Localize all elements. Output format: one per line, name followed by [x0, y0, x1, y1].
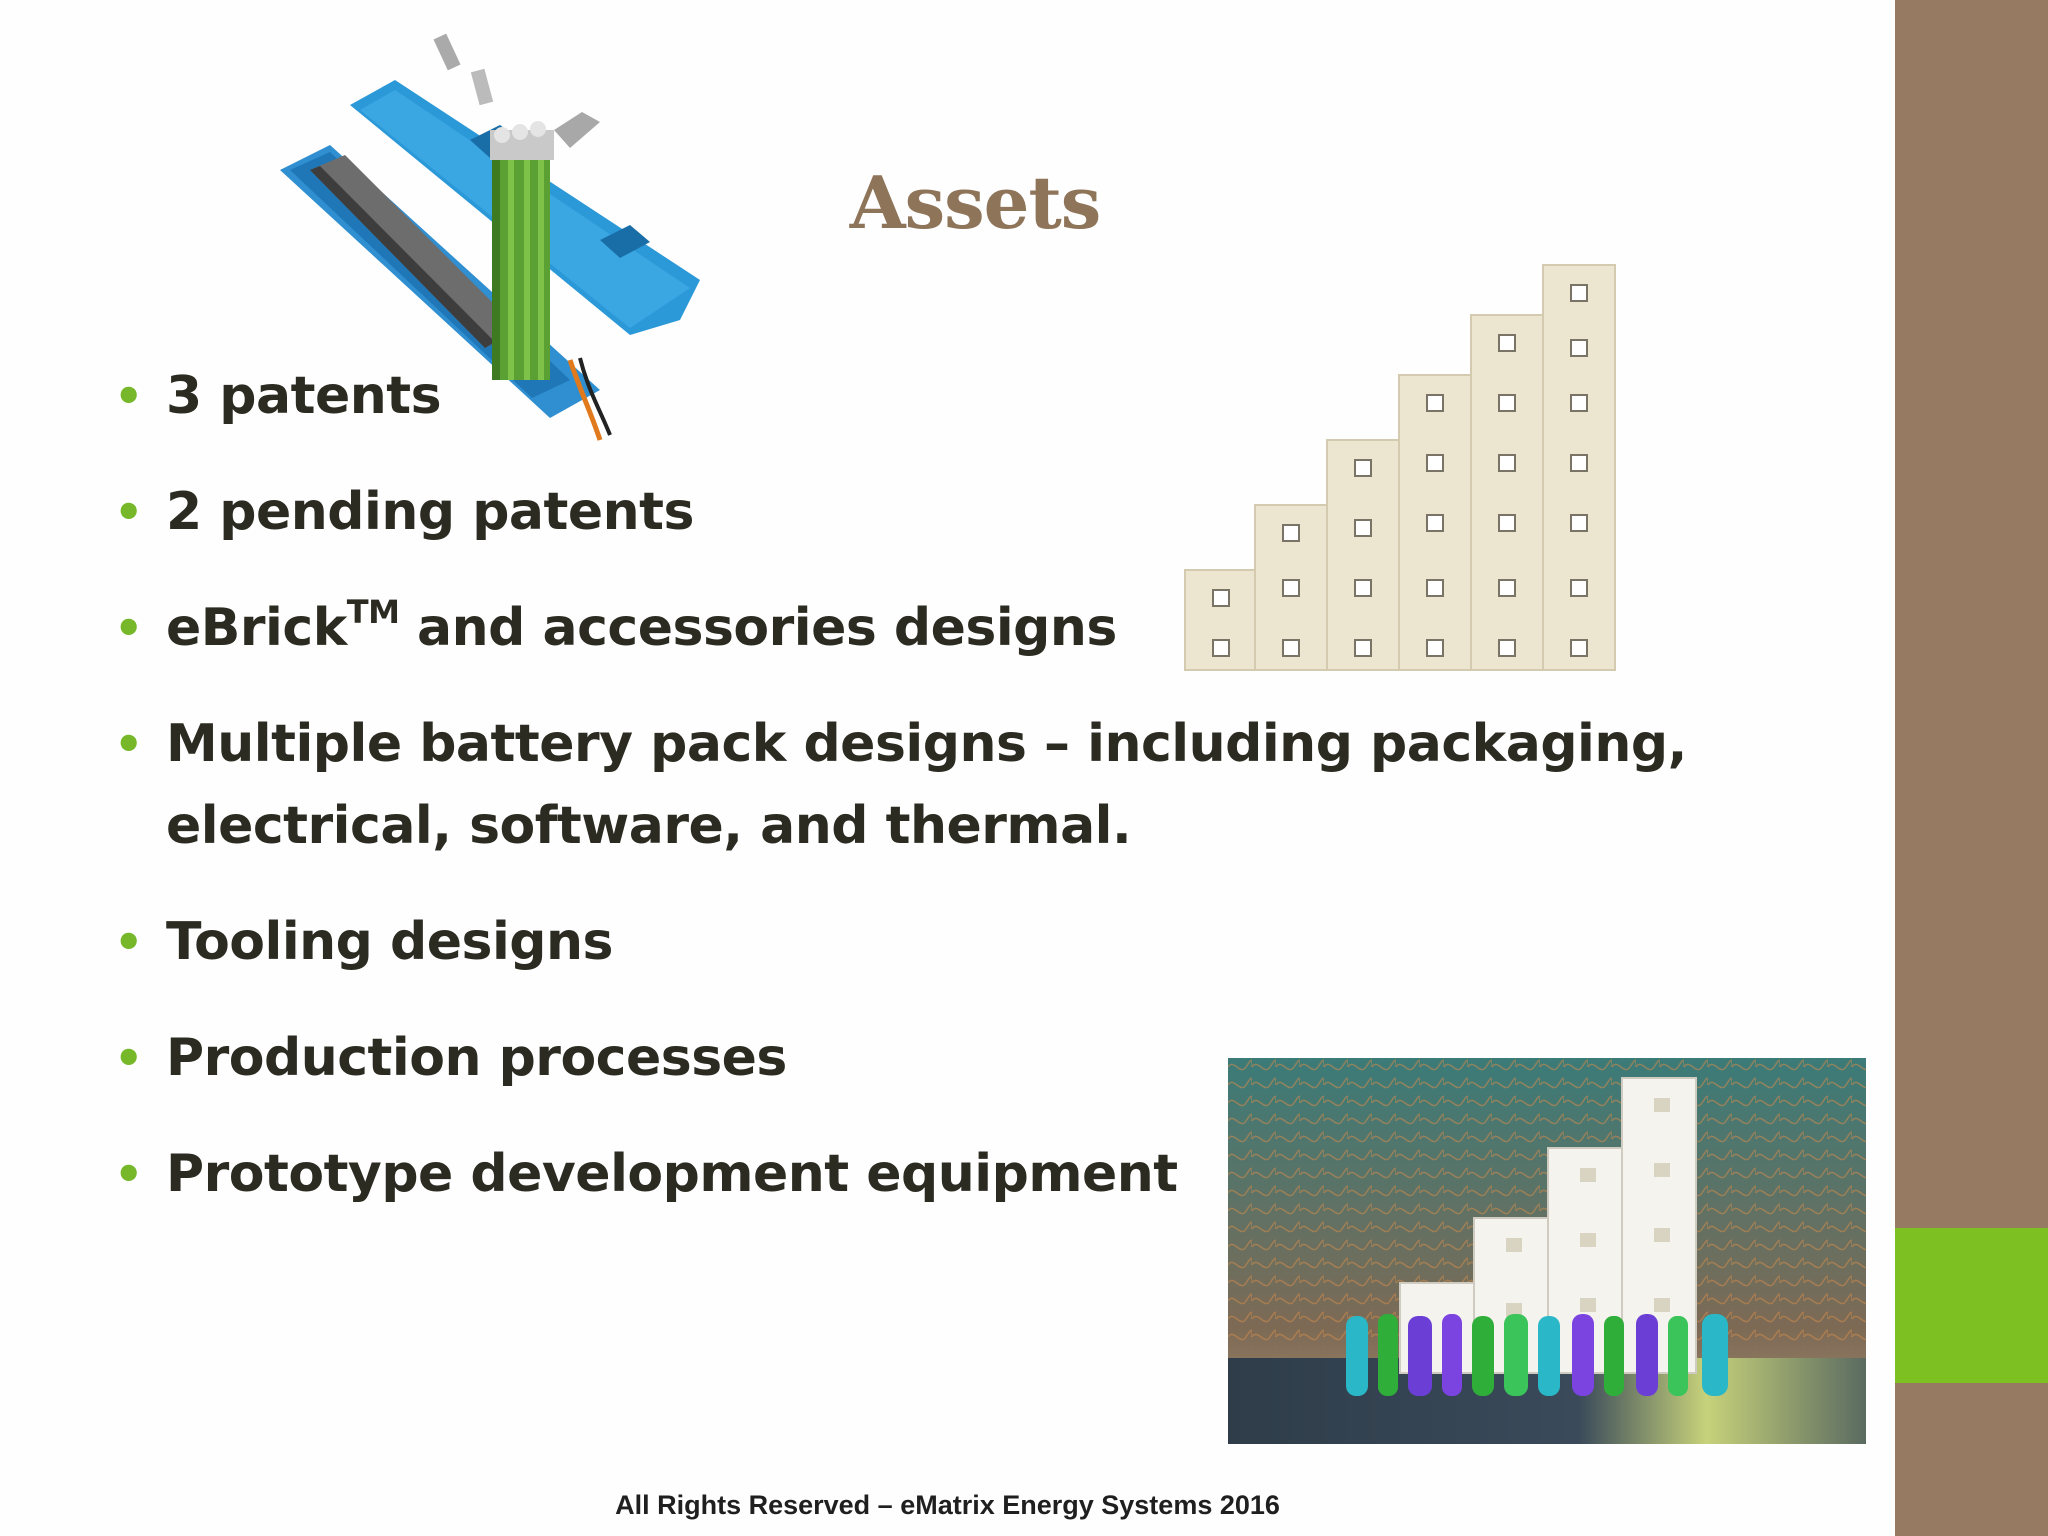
- bullet-item: • Production processes: [110, 1017, 1670, 1099]
- bullet-item: • eBrickTM and accessories designs: [110, 587, 1670, 669]
- bullet-item: • 2 pending patents: [110, 471, 1670, 553]
- bullet-item: • Multiple battery pack designs – includ…: [110, 703, 1726, 867]
- battery-pack-illustration: [280, 33, 700, 441]
- bullet-dot-icon: •: [114, 369, 143, 423]
- bullet-text-pre: eBrick: [166, 598, 347, 658]
- bullet-item: • Tooling designs: [110, 901, 1670, 983]
- bullet-dot-icon: •: [114, 1147, 143, 1201]
- bullet-text: Tooling designs: [166, 912, 613, 972]
- bullet-text: Production processes: [166, 1028, 787, 1088]
- bullet-list: • 3 patents • 2 pending patents • eBrick…: [110, 355, 1687, 1249]
- bullet-text: Prototype development equipment: [166, 1144, 1178, 1204]
- bullet-dot-icon: •: [114, 601, 143, 655]
- slide-title: Assets: [849, 160, 1102, 245]
- bullet-dot-icon: •: [114, 915, 143, 969]
- bullet-item: • Prototype development equipment: [110, 1133, 1670, 1215]
- bullet-dot-icon: •: [114, 717, 143, 771]
- bullet-text: 3 patents: [166, 366, 442, 426]
- bullet-text: 2 pending patents: [166, 482, 694, 542]
- bullet-dot-icon: •: [114, 1031, 143, 1085]
- bullet-item: • 3 patents: [110, 355, 1670, 437]
- ebrick-cells-photo: [1228, 1058, 1866, 1444]
- bullet-text-post: and accessories designs: [399, 598, 1117, 658]
- side-accent-bar: [1895, 1228, 2048, 1383]
- bullet-dot-icon: •: [114, 485, 143, 539]
- bullet-text: Multiple battery pack designs – includin…: [166, 714, 1687, 856]
- trademark-superscript: TM: [346, 593, 400, 631]
- ebrick-stairs-image: [1184, 264, 1616, 671]
- footer-copyright: All Rights Reserved – eMatrix Energy Sys…: [615, 1490, 1280, 1520]
